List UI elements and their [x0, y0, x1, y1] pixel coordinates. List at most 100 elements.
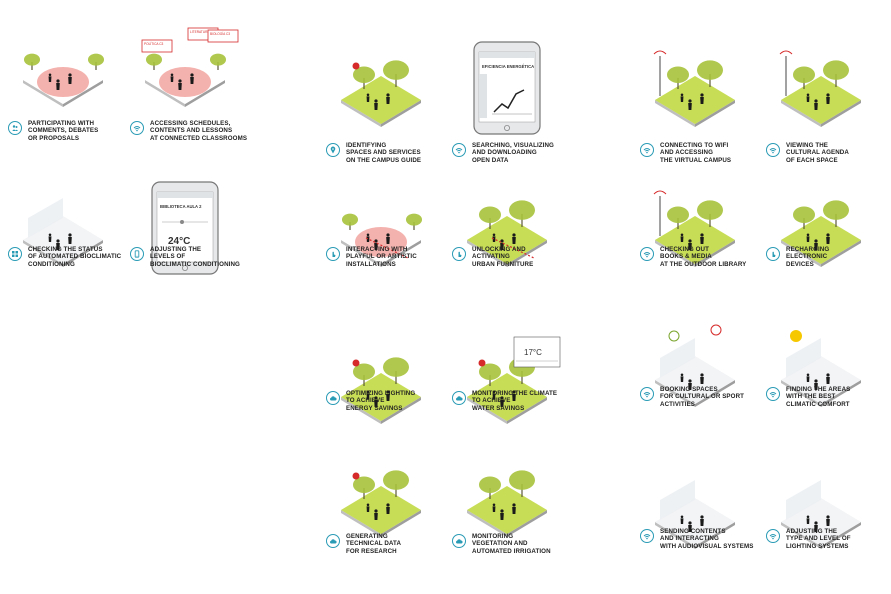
caption: IDENTIFYING SPACES AND SERVICES ON THE C…: [326, 142, 496, 164]
tree: [383, 357, 409, 384]
caption-label: ACCESSING SCHEDULES, CONTENTS AND LESSON…: [150, 120, 248, 142]
diagram-item-identifying: IDENTIFYING SPACES AND SERVICES ON THE C…: [326, 38, 496, 164]
person-figure: [826, 515, 830, 526]
person-figure: [814, 239, 818, 250]
sensor-marker: [352, 62, 360, 70]
diagram-item-checking-status: CHECKING THE STATUS OF AUTOMATED BIOCLIM…: [8, 178, 178, 298]
tree: [667, 206, 689, 229]
sign-label: POLÍTICA C3: [144, 42, 164, 46]
person-figure: [386, 93, 390, 104]
cloud-icon: [452, 534, 466, 548]
person-figure: [688, 239, 692, 250]
illustration-monitoring-climate: 17°C: [467, 336, 561, 424]
iso-ground: [781, 76, 861, 124]
caption: INTERACTING WITH PLAYFUL OR ARTISTIC INS…: [326, 246, 496, 268]
caption: SENDING CONTENTS AND INTERACTING WITH AU…: [640, 528, 810, 550]
caption: GENERATING TECHNICAL DATA FOR RESEARCH: [326, 533, 496, 555]
diagram-item-unlocking: UNLOCKING AND ACTIVATING URBAN FURNITURE: [452, 178, 622, 298]
caption-label: SEARCHING, VISUALIZING AND DOWNLOADING O…: [472, 142, 554, 164]
tree: [353, 363, 375, 386]
diagram-item-sending: SENDING CONTENTS AND INTERACTING WITH AU…: [640, 460, 810, 580]
person-figure: [826, 233, 830, 244]
tree: [353, 476, 375, 499]
phone-screen-title: EFICIENCIA ENERGÉTICA: [482, 64, 534, 69]
caption-label: ADJUSTING THE TYPE AND LEVEL OF LIGHTING…: [786, 528, 851, 550]
tree: [823, 200, 849, 227]
tree: [697, 200, 723, 227]
illustration-booking: [655, 324, 735, 407]
person-figure: [500, 396, 504, 407]
person-figure: [512, 503, 516, 514]
illustration-identifying: [341, 60, 421, 127]
wifi-icon: [766, 143, 780, 157]
diagram-item-recharging: RECHARGING ELECTRONIC DEVICES: [766, 178, 891, 298]
screen-sign: POLÍTICA C3: [141, 39, 173, 53]
cloud-icon: [326, 534, 340, 548]
person-figure: [688, 99, 692, 110]
iso-ground: [467, 216, 547, 264]
wifi-icon: [640, 143, 654, 157]
person-figure: [492, 233, 496, 242]
diagram-item-adjusting-levels: BIBLIOTECA AULA 2 24°C ADJUSTING THE LEV…: [130, 178, 300, 298]
person-figure: [386, 233, 390, 244]
phone-icon: [130, 247, 144, 261]
person-figure: [386, 503, 390, 514]
caption-label: CHECKING THE STATUS OF AUTOMATED BIOCLIM…: [28, 246, 122, 268]
person-figure: [512, 233, 516, 244]
iso-ground: [655, 216, 735, 264]
grid-icon: [8, 247, 22, 261]
wifi-icon: [452, 143, 466, 157]
iso-ground: [341, 76, 421, 124]
person-figure: [688, 521, 692, 532]
person-figure: [512, 390, 516, 401]
person-figure: [386, 390, 390, 401]
person-figure: [170, 73, 174, 82]
weather-temp: 17°C: [524, 348, 542, 357]
illustration-recharging: [781, 200, 861, 267]
caption: CONNECTING TO WIFI AND ACCESSING THE VIR…: [640, 142, 810, 164]
caption-label: MONITORING VEGETATION AND AUTOMATED IRRI…: [472, 533, 551, 555]
person-figure: [68, 73, 72, 84]
caption: FINDING THE AREAS WITH THE BEST CLIMATIC…: [766, 386, 891, 408]
person-figure: [56, 239, 60, 250]
caption-label: UNLOCKING AND ACTIVATING URBAN FURNITURE: [472, 246, 534, 268]
location-icon: [326, 143, 340, 157]
caption: SEARCHING, VISUALIZING AND DOWNLOADING O…: [452, 142, 622, 164]
illustration-monitoring-veg: [467, 470, 547, 537]
iso-ground: [781, 216, 861, 264]
person-figure: [68, 233, 72, 244]
illustration-searching: EFICIENCIA ENERGÉTICA: [473, 41, 541, 135]
caption-label: GENERATING TECHNICAL DATA FOR RESEARCH: [346, 533, 402, 555]
diagram-item-booking: BOOKING SPACES FOR CULTURAL OR SPORT ACT…: [640, 318, 810, 438]
smartphone: BIBLIOTECA AULA 2 24°C: [151, 181, 219, 275]
person-figure: [806, 233, 810, 242]
caption-label: PARTICIPATING WITH COMMENTS, DEBATES OR …: [28, 120, 99, 142]
screen-sign: BIOLOGÍA C3: [207, 29, 239, 43]
person-figure: [806, 515, 810, 524]
person-figure: [366, 233, 370, 242]
person-figure: [374, 509, 378, 520]
person-figure: [826, 93, 830, 104]
person-figure: [680, 373, 684, 382]
person-figure: [826, 373, 830, 384]
wifi-antenna: [653, 50, 667, 96]
touch-icon: [452, 247, 466, 261]
touch-icon: [766, 247, 780, 261]
tree: [823, 60, 849, 87]
iso-ground: [467, 373, 547, 421]
person-figure: [366, 93, 370, 102]
wifi-icon: [640, 529, 654, 543]
iso-ground: [341, 373, 421, 421]
caption-label: MONITORING THE CLIMATE TO ACHIEVE WATER …: [472, 390, 558, 412]
sign-label: BIOLOGÍA C3: [210, 32, 230, 36]
sign-label: LITERATURA C4: [190, 30, 215, 34]
person-figure: [500, 509, 504, 520]
tree: [509, 470, 535, 497]
caption-label: BOOKING SPACES FOR CULTURAL OR SPORT ACT…: [660, 386, 745, 408]
person-figure: [190, 73, 194, 84]
tree: [479, 476, 501, 499]
caption-label: ADJUSTING THE LEVELS OF BIOCLIMATIC COND…: [150, 246, 240, 268]
tree: [210, 53, 226, 70]
diagram-item-viewing: VIEWING THE CULTURAL AGENDA OF EACH SPAC…: [766, 38, 891, 164]
tree: [406, 213, 422, 230]
